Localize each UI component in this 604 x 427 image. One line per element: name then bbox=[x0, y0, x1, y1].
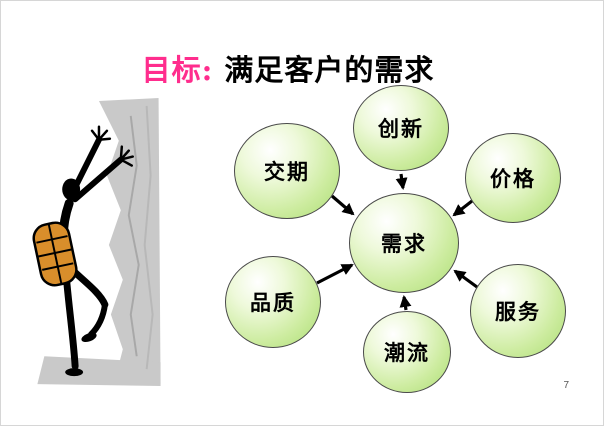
arrow-price-to-demand bbox=[452, 199, 473, 217]
node-quality-label: 品质 bbox=[250, 290, 296, 315]
node-delivery-label: 交期 bbox=[264, 159, 310, 184]
arrow-delivery-to-demand bbox=[330, 194, 355, 216]
cliff-streak bbox=[127, 115, 140, 357]
cliff-streak bbox=[143, 105, 154, 370]
node-demand: 需求 bbox=[349, 193, 459, 293]
cliff-ledge bbox=[37, 356, 161, 387]
climber-foot bbox=[81, 332, 97, 342]
climber-foot bbox=[65, 368, 84, 377]
climber-head bbox=[62, 178, 81, 201]
node-price-label: 价格 bbox=[490, 166, 536, 191]
arrow-quality-to-demand bbox=[316, 263, 354, 285]
node-trend-label: 潮流 bbox=[384, 340, 430, 365]
arrow-trend-to-demand bbox=[399, 295, 412, 311]
arrow-service-to-demand bbox=[453, 269, 478, 289]
node-service-label: 服务 bbox=[495, 299, 541, 324]
node-demand-label: 需求 bbox=[381, 231, 427, 256]
cliff-shape bbox=[98, 97, 161, 385]
climber-clipart bbox=[32, 97, 161, 387]
backpack bbox=[32, 221, 78, 287]
node-innovation-label: 创新 bbox=[378, 116, 424, 141]
node-price: 价格 bbox=[465, 133, 561, 223]
arrow-innovation-to-demand bbox=[395, 173, 408, 190]
title-highlight: 目标: bbox=[141, 53, 214, 87]
slide-title: 目标: 满足客户的需求 bbox=[1, 47, 575, 89]
title-rest: 满足客户的需求 bbox=[213, 53, 435, 87]
node-trend: 潮流 bbox=[363, 311, 451, 393]
page-number: 7 bbox=[563, 380, 569, 391]
node-quality: 品质 bbox=[225, 256, 321, 348]
node-service: 服务 bbox=[470, 264, 566, 358]
node-delivery: 交期 bbox=[234, 123, 340, 219]
node-innovation: 创新 bbox=[353, 85, 449, 171]
